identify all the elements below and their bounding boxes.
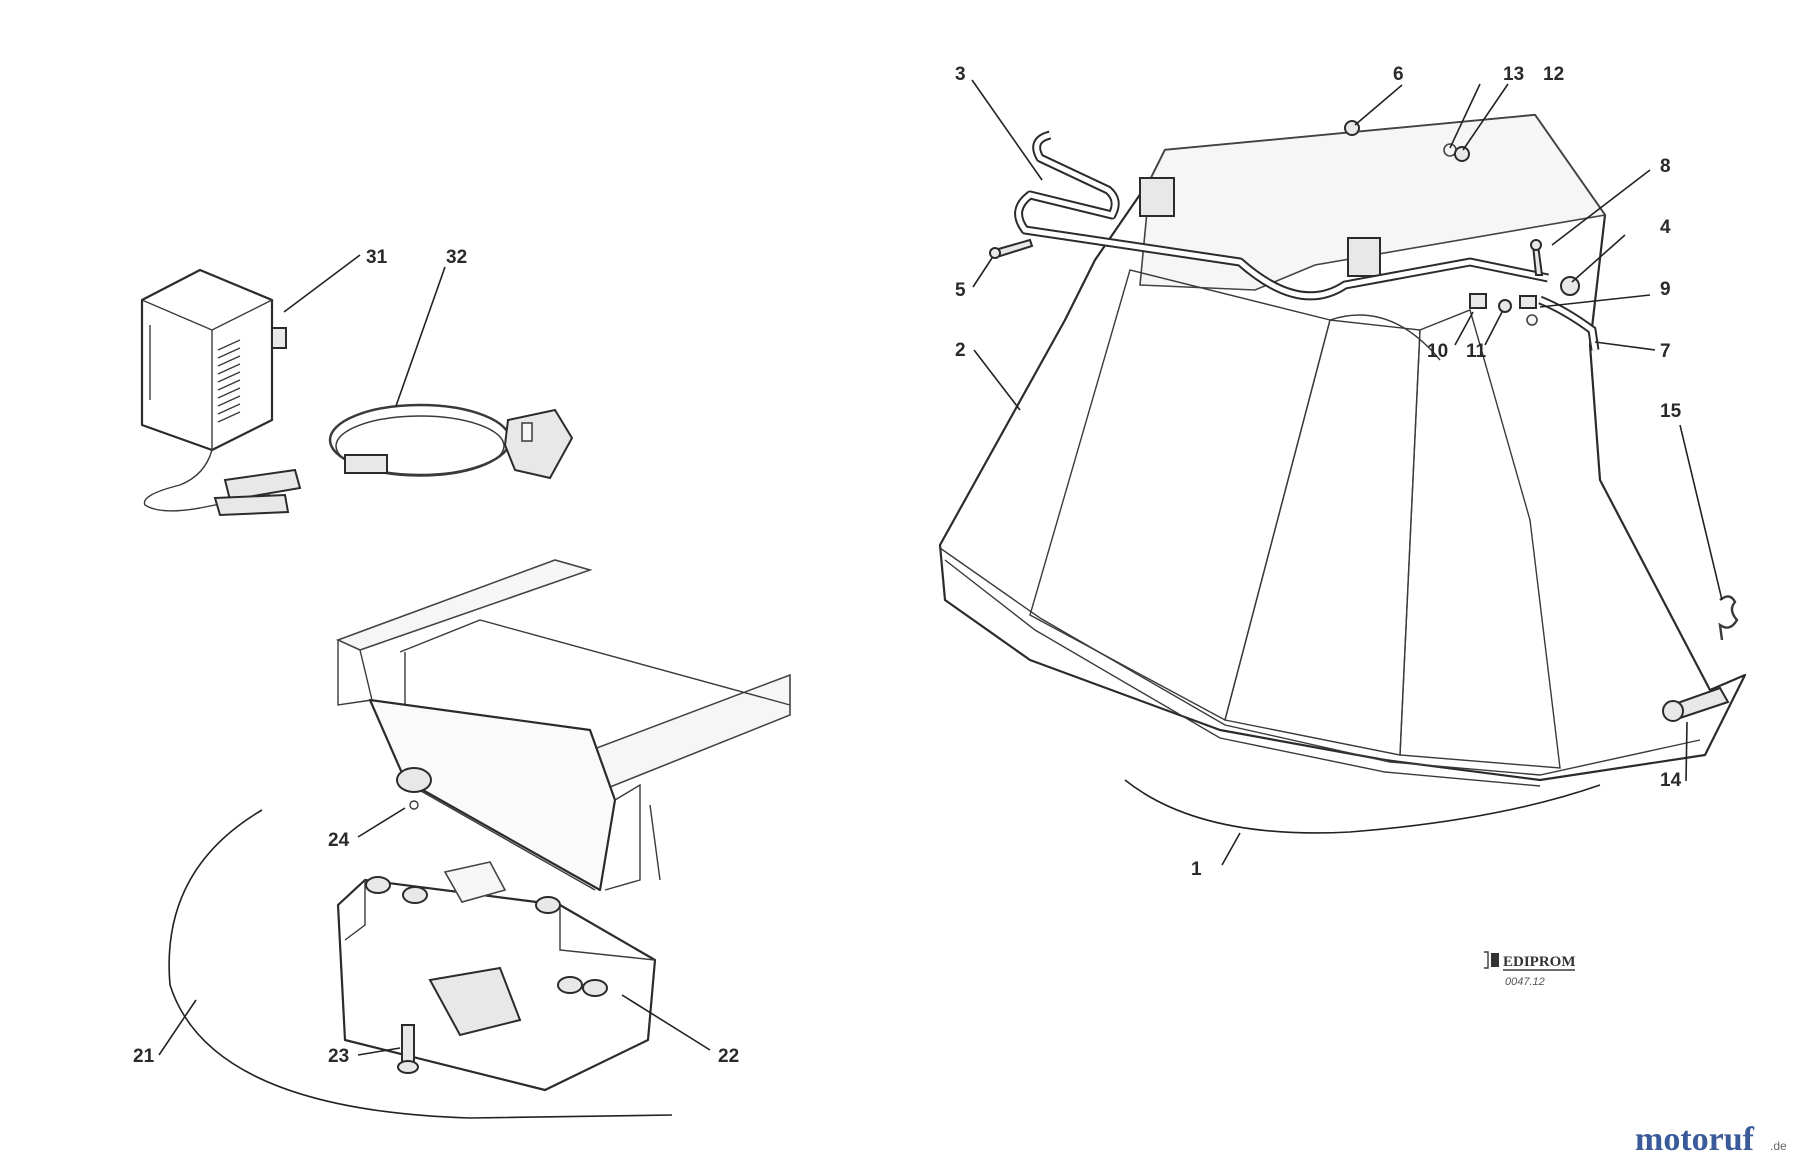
charger-clip-red — [223, 468, 302, 502]
nut-11 — [1498, 299, 1512, 313]
battery-terminal-2 — [402, 886, 428, 904]
callout-23: 23 — [328, 1046, 349, 1067]
callout-11: 11 — [1466, 341, 1487, 362]
callout-2: 2 — [955, 340, 966, 361]
frame-rail-top — [335, 559, 593, 651]
bracket-left — [1139, 177, 1175, 217]
callout-24: 24 — [328, 830, 350, 851]
callout-10: 10 — [1427, 341, 1448, 362]
callout-22: 22 — [718, 1046, 739, 1067]
callout-7: 7 — [1660, 341, 1671, 362]
clip-9 — [1519, 295, 1537, 309]
watermark-suffix: .de — [1770, 1139, 1787, 1153]
ediprom-stamp: EDIPROM 0047.12 — [1484, 951, 1576, 988]
battery-assembly — [168, 559, 791, 1119]
leader-lines — [158, 79, 1723, 1056]
callout-13: 13 — [1503, 64, 1524, 85]
callout-15: 15 — [1660, 401, 1682, 422]
lead-connector — [344, 454, 388, 474]
battery-terminal-4 — [557, 976, 583, 994]
bracket-right — [1347, 237, 1381, 277]
clip-15 — [1718, 595, 1739, 641]
nut-4 — [1560, 276, 1580, 296]
battery-terminal-5 — [582, 979, 608, 997]
assembly-arc — [1124, 779, 1601, 834]
catcher-right-panel — [1399, 309, 1561, 769]
charger-vents — [149, 325, 241, 423]
battery-recess — [428, 966, 522, 1037]
callout-labels: 1 2 3 4 5 6 7 8 9 10 11 12 13 14 15 21 2… — [133, 64, 1682, 1067]
stamp-code: 0047.12 — [1505, 976, 1545, 988]
grass-catcher-assembly — [938, 113, 1747, 834]
charger-assembly — [140, 268, 302, 517]
battery-terminal-1 — [365, 876, 391, 894]
washer-12 — [1454, 146, 1470, 162]
uk-plug — [503, 408, 574, 480]
callout-12: 12 — [1543, 64, 1564, 85]
charger-clip-black — [213, 493, 290, 517]
charger-body — [140, 268, 274, 452]
callout-14: 14 — [1660, 770, 1682, 791]
callout-6: 6 — [1393, 64, 1404, 85]
nut-24 — [396, 767, 432, 793]
callout-5: 5 — [955, 280, 966, 301]
stamp-brand: EDIPROM — [1503, 954, 1576, 970]
bracket-10 — [1469, 293, 1487, 309]
battery-terminal-3 — [535, 896, 561, 914]
callout-3: 3 — [955, 64, 966, 85]
callout-32: 32 — [446, 247, 467, 268]
callout-31: 31 — [366, 247, 388, 268]
callout-4: 4 — [1660, 217, 1671, 238]
motoruf-watermark: motoruf .de — [1635, 1121, 1787, 1158]
battery-tray — [368, 698, 617, 892]
callout-9: 9 — [1660, 279, 1671, 300]
catcher-bottom-rim — [939, 547, 1701, 776]
watermark-text: motoruf — [1635, 1121, 1755, 1158]
mains-lead — [328, 403, 574, 480]
callout-1: 1 — [1191, 859, 1202, 880]
callout-8: 8 — [1660, 156, 1671, 177]
battery-arc — [168, 809, 673, 1119]
callout-21: 21 — [133, 1046, 155, 1067]
